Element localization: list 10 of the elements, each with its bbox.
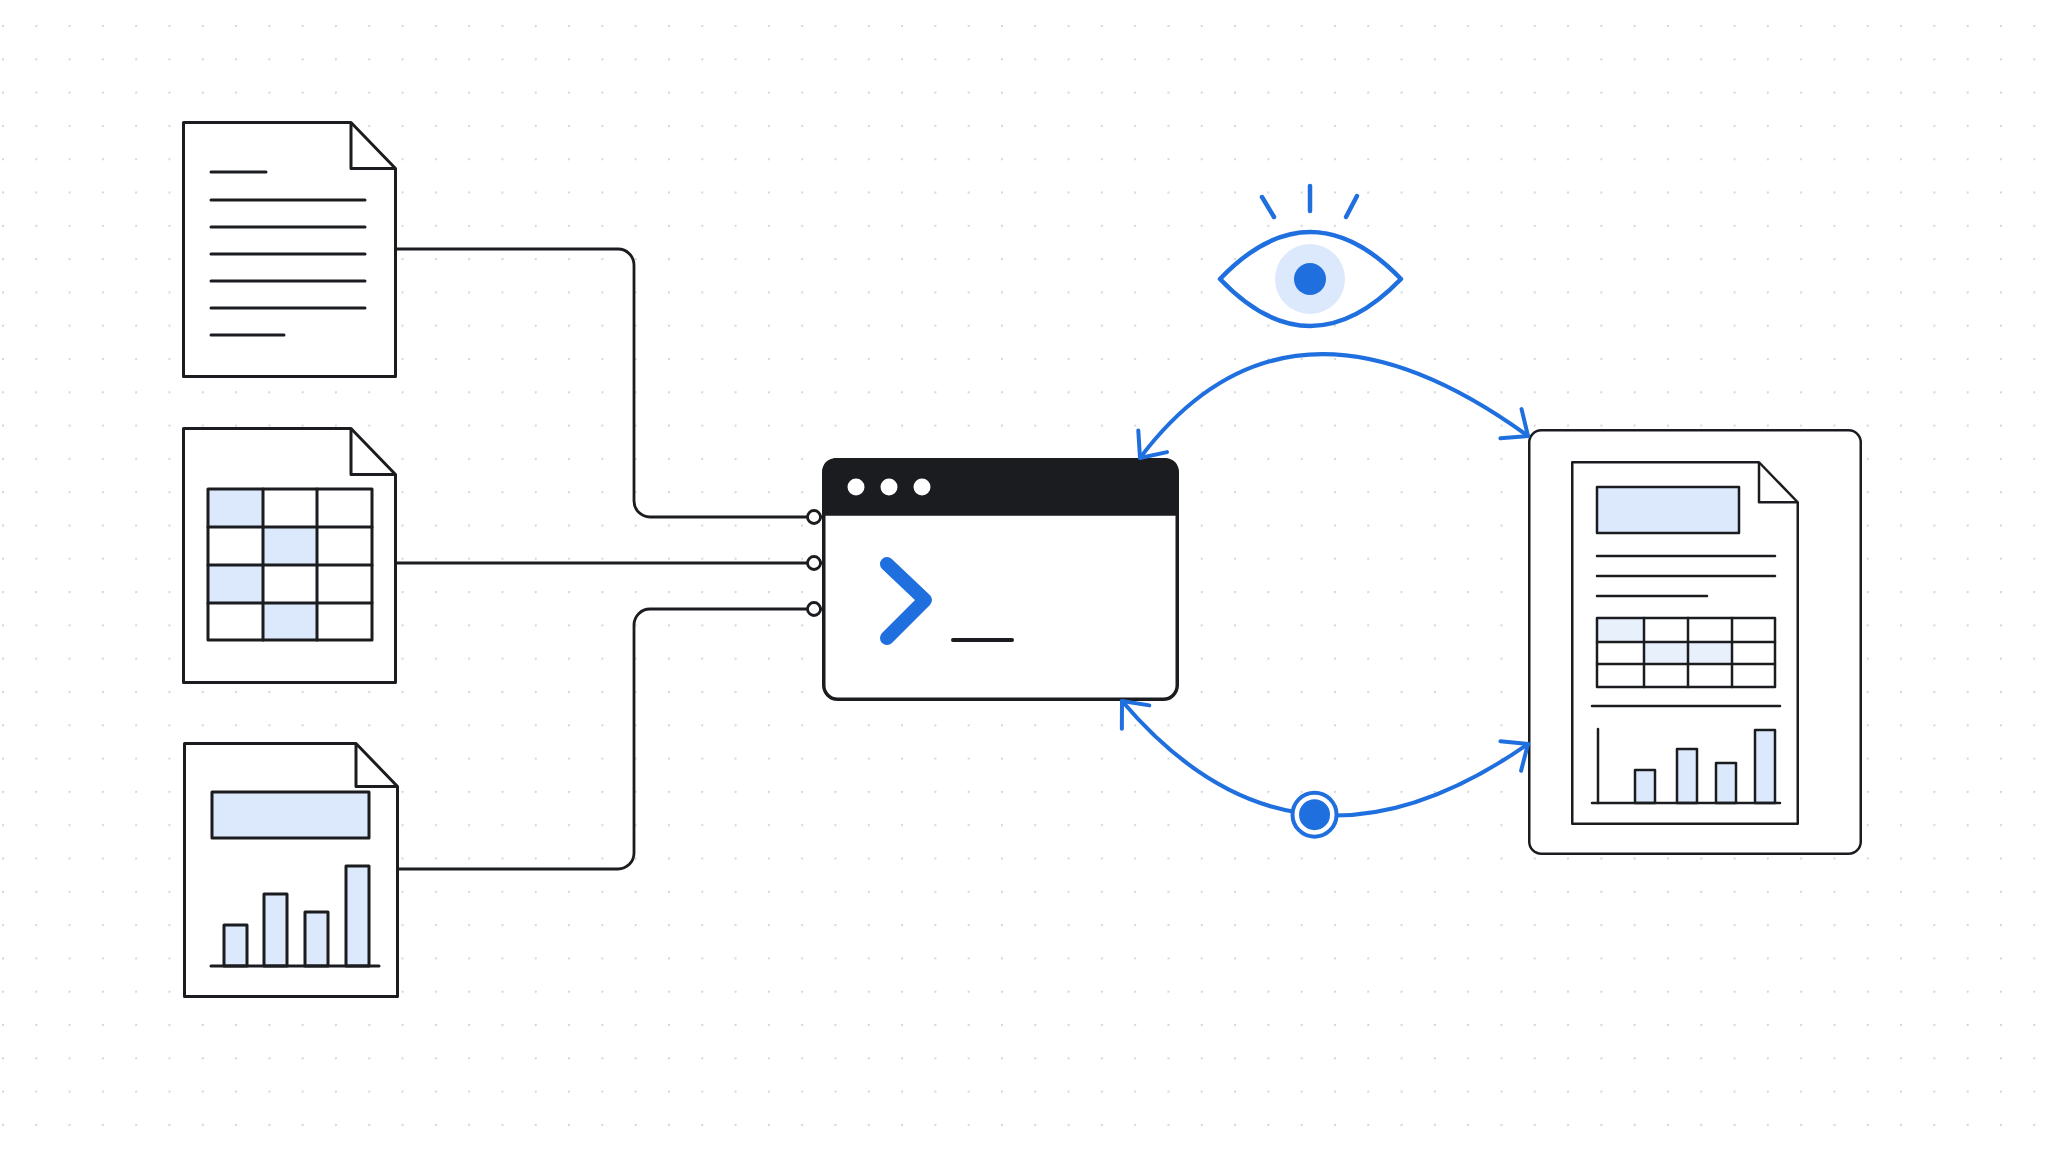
double-headed-arrow — [1137, 352, 1530, 460]
double-headed-arrow — [1120, 699, 1530, 818]
report-frame — [1528, 429, 1862, 855]
spreadsheet-document — [182, 427, 397, 684]
text-document — [182, 121, 397, 378]
report-document — [1571, 461, 1799, 825]
terminal-window — [822, 458, 1179, 701]
connector-line — [397, 601, 824, 871]
chart-document — [183, 742, 399, 998]
connector-line — [395, 555, 824, 571]
